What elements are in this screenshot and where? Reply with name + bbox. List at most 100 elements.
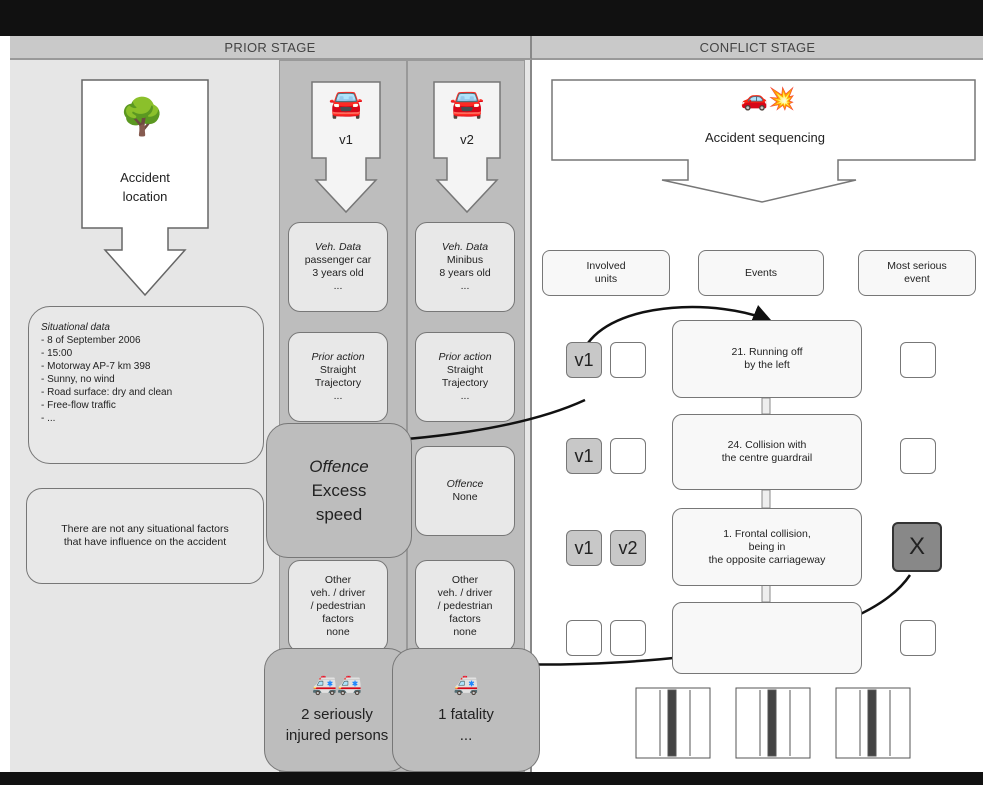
top-bar [0, 0, 983, 36]
row3-serious-box: X [892, 522, 942, 572]
v1-offence-l1: Excess [311, 480, 367, 500]
v2-vehdata-l1: Minibus [446, 254, 484, 266]
row2-unit-v1: v1 [566, 438, 602, 474]
situational-item: - Free-flow traffic [41, 400, 116, 411]
units-l1: Involved [586, 260, 626, 272]
v2-prior-title: Prior action [438, 351, 492, 363]
event-3-l2: being in [748, 540, 786, 553]
event-3-l3: the opposite carriageway [708, 553, 826, 566]
v2-label: v2 [460, 132, 474, 147]
situational-title: Situational data [41, 322, 110, 333]
v2-prior-action: Prior action Straight Trajectory ... [415, 332, 515, 422]
event-row-3: 1. Frontal collision, being in the oppos… [672, 508, 862, 586]
units-l2: units [594, 273, 618, 285]
serious-l2: event [904, 273, 930, 285]
bottom-bar [0, 772, 983, 785]
v2-other-l3: / pedestrian [437, 599, 493, 612]
serious-l1: Most serious [887, 260, 947, 272]
situational-item: - ... [41, 413, 56, 424]
v2-offence-l1: None [452, 491, 478, 503]
v1-other-factors: Other veh. / driver / pedestrian factors… [288, 560, 388, 652]
v2-vehicle-data: Veh. Data Minibus 8 years old ... [415, 222, 515, 312]
v2-vehdata-l3: ... [460, 280, 470, 292]
event-row-4 [672, 602, 862, 674]
v1-other-l2: veh. / driver [310, 586, 366, 599]
v1-other-l5: none [326, 625, 350, 638]
v2-other-l4: factors [449, 612, 481, 625]
v1-other-l3: / pedestrian [310, 599, 366, 612]
v1-prior-l3: ... [333, 390, 343, 402]
v1-injury-icon: 🚑🚑 [312, 673, 362, 696]
event-1-l2: by the left [744, 359, 790, 371]
v2-other-factors: Other veh. / driver / pedestrian factors… [415, 560, 515, 652]
event-2-l1: 24. Collision with [727, 439, 807, 451]
situational-item: - Sunny, no wind [41, 374, 115, 385]
row3-unit-v1: v1 [566, 530, 602, 566]
v1-vehdata-l3: ... [333, 280, 343, 292]
situational-factors-l1: There are not any situational factors [61, 523, 229, 535]
v1-label: v1 [339, 132, 353, 147]
v1-offence-l2: speed [315, 504, 363, 524]
v2-vehdata-title: Veh. Data [441, 241, 489, 253]
events-label: Events [744, 266, 778, 279]
situational-item: - Motorway AP-7 km 398 [41, 361, 151, 372]
row2-unit-empty [610, 438, 646, 474]
row1-unit-empty [610, 342, 646, 378]
row4-serious-box [900, 620, 936, 656]
v1-injuries-l2: injured persons [285, 726, 389, 744]
situational-factors-l2: that have influence on the accident [63, 536, 227, 548]
v1-car-icon: 🚘 [328, 87, 364, 119]
v1-vehdata-l1: passenger car [304, 254, 372, 266]
sequencing-icon: 🚗💥 [740, 86, 796, 111]
location-line1: Accident [120, 170, 170, 185]
v1-vehicle-data: Veh. Data passenger car 3 years old ... [288, 222, 388, 312]
event-3-l1: 1. Frontal collision, [723, 527, 811, 540]
event-1-l1: 21. Running off [731, 346, 803, 358]
v2-injury-icon: 🚑 [453, 673, 479, 696]
v1-injuries-l1: 2 seriously [301, 705, 373, 723]
event-row-2: 24. Collision with the centre guardrail [672, 414, 862, 490]
v1-injuries: 🚑🚑 2 seriously injured persons [264, 648, 410, 772]
situational-item: - 8 of September 2006 [41, 335, 141, 346]
conflict-stage-header: CONFLICT STAGE [532, 36, 983, 60]
v2-offence: Offence None [415, 446, 515, 536]
prior-stage-header: PRIOR STAGE [10, 36, 532, 60]
accident-location-label: Accident location [82, 168, 208, 206]
row4-unit-empty-2 [610, 620, 646, 656]
row2-serious-box [900, 438, 936, 474]
v2-car-icon: 🚘 [449, 87, 485, 119]
row3-unit-v2: v2 [610, 530, 646, 566]
situational-factors-box: There are not any situational factors th… [26, 488, 264, 584]
prior-stage-label: PRIOR STAGE [224, 39, 316, 55]
v1-prior-l1: Straight [319, 364, 357, 376]
v2-prior-l1: Straight [446, 364, 484, 376]
v2-injuries: 🚑 1 fatality ... [392, 648, 540, 772]
sequencing-label: Accident sequencing [705, 130, 825, 145]
accident-location-icon: 🌳 [119, 96, 165, 137]
row4-unit-empty-1 [566, 620, 602, 656]
row1-serious-box [900, 342, 936, 378]
v2-vehdata-l2: 8 years old [439, 267, 491, 279]
v2-other-l2: veh. / driver [437, 586, 493, 599]
most-serious-header: Most serious event [858, 250, 976, 296]
event-row-1: 21. Running off by the left [672, 320, 862, 398]
row1-unit-v1: v1 [566, 342, 602, 378]
conflict-stage-label: CONFLICT STAGE [699, 39, 816, 55]
v2-injuries-l2: ... [459, 726, 473, 744]
v1-offence-title: Offence [309, 456, 369, 476]
v2-prior-l2: Trajectory [441, 377, 489, 389]
v2-injuries-l1: 1 fatality [438, 705, 494, 723]
events-header: Events [698, 250, 824, 296]
v2-other-l5: none [453, 625, 477, 638]
v1-other-l1: Other [324, 573, 352, 586]
v1-other-l4: factors [322, 612, 354, 625]
v1-vehdata-l2: 3 years old [312, 267, 364, 279]
situational-data-box: Situational data - 8 of September 2006 -… [28, 306, 264, 464]
location-line2: location [122, 189, 168, 204]
v1-prior-l2: Trajectory [314, 377, 362, 389]
road-sketches [635, 687, 911, 759]
situational-item: - 15:00 [41, 348, 73, 359]
situational-item: - Road surface: dry and clean [41, 387, 173, 398]
v2-other-l1: Other [451, 573, 479, 586]
